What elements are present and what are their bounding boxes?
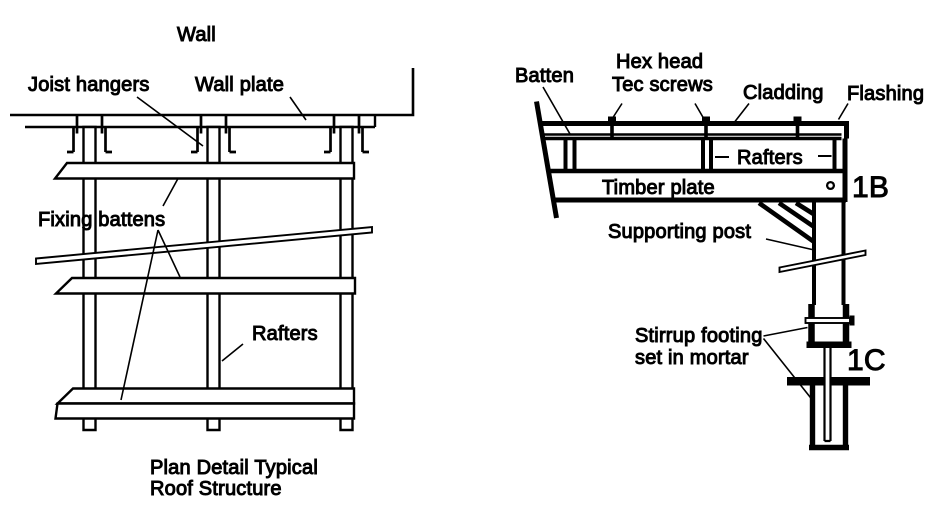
tec-screws	[608, 116, 802, 139]
plan-detail-diagram: Wall Joist hangers Wall plate Fixing bat…	[10, 24, 415, 501]
post-brace-lines	[757, 201, 815, 244]
fascia-slant-line	[534, 101, 559, 219]
stirrup-bracket-base	[806, 341, 852, 348]
label-flashing: Flashing	[847, 83, 924, 105]
label-cladding: Cladding	[743, 82, 824, 104]
right-leader-lines	[542, 86, 849, 403]
tec-screw-shanks	[610, 121, 800, 139]
callout-1b: 1B	[852, 171, 889, 204]
bottom-beam-front-face	[54, 402, 356, 420]
bottom-beam-top-face	[54, 387, 356, 405]
label-wall-plate: Wall plate	[195, 74, 284, 96]
left-leader-lines	[120, 96, 307, 401]
stirrup-side-plates	[808, 304, 850, 347]
label-supporting-post: Supporting post	[608, 221, 751, 243]
tec-screw-head	[702, 116, 710, 123]
support-post-lines	[812, 202, 846, 305]
footing-tube	[809, 377, 849, 451]
fixing-batten-middle	[53, 276, 357, 295]
label-stirrup-line2: set in mortar	[635, 347, 749, 369]
stirrup-rod-lines	[823, 348, 832, 443]
label-stirrup-line1: Stirrup footing	[635, 325, 763, 347]
fixing-batten-top	[52, 161, 356, 180]
wall-line	[10, 68, 415, 117]
stirrup-bolt	[804, 317, 851, 324]
joist-hanger-marks	[67, 116, 369, 154]
caption-line2: Roof Structure	[150, 478, 282, 500]
plate-fixing-dot	[825, 180, 836, 191]
callout-1c: 1C	[847, 344, 886, 377]
tec-screw-head	[793, 116, 802, 123]
label-batten: Batten	[515, 65, 574, 87]
section-detail-diagram: Batten Hex head Tec screws Cladding Flas…	[515, 51, 925, 451]
label-rafters-section: Rafters	[737, 147, 803, 169]
label-timber-plate: Timber plate	[602, 177, 715, 199]
rafters-label-dashes	[715, 155, 832, 158]
fixing-batten-diagonal	[35, 225, 373, 266]
stirrup-bolt-nut	[849, 315, 855, 326]
label-hex-head-line1: Hex head	[616, 51, 703, 73]
label-hex-head-line2: Tec screws	[612, 74, 713, 96]
diagonal-batten-right	[778, 249, 867, 274]
stirrup-rod-fill	[823, 348, 832, 441]
label-joist-hangers: Joist hangers	[28, 74, 150, 96]
label-fixing-battens: Fixing battens	[38, 209, 165, 231]
label-rafters-plan: Rafters	[252, 323, 318, 345]
label-wall: Wall	[177, 24, 216, 46]
tec-screw-head	[608, 116, 616, 123]
rafter-section-lines	[563, 138, 837, 171]
caption-line1: Plan Detail Typical	[150, 457, 318, 479]
